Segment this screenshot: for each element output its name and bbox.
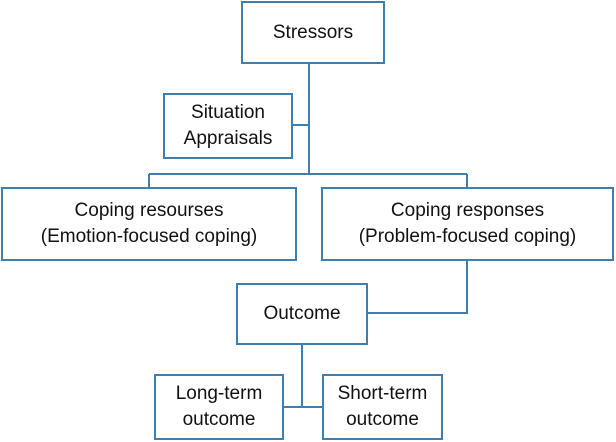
node-shortterm-line-2: outcome bbox=[346, 409, 419, 430]
node-responses-line-2: (Problem-focused coping) bbox=[358, 226, 577, 247]
node-long-term-outcome: Long-term outcome bbox=[154, 374, 284, 440]
node-resources-line-2: (Emotion-focused coping) bbox=[40, 226, 258, 247]
node-stressors: Stressors bbox=[241, 1, 385, 64]
node-resources-line-1: Coping resourses bbox=[74, 200, 224, 222]
node-stressors-line-1: Stressors bbox=[272, 21, 354, 43]
node-longterm-line-1: Long-term bbox=[175, 383, 263, 405]
node-outcome: Outcome bbox=[236, 283, 368, 345]
edge-responses-outcome bbox=[368, 261, 468, 314]
node-responses-line-1: Coping responses bbox=[390, 200, 545, 222]
node-longterm-line-2: outcome bbox=[182, 409, 256, 430]
node-short-term-outcome: Short-term outcome bbox=[322, 374, 443, 440]
node-coping-responses: Coping responses (Problem-focused coping… bbox=[321, 187, 614, 261]
node-outcome-line-1: Outcome bbox=[263, 303, 341, 325]
node-situation-appraisals: Situation Appraisals bbox=[163, 93, 293, 159]
node-appraisals-line-1: Situation bbox=[191, 102, 265, 124]
node-coping-resources: Coping resourses (Emotion-focused coping… bbox=[1, 187, 297, 261]
node-appraisals-line-2: Appraisals bbox=[183, 128, 273, 149]
node-shortterm-line-1: Short-term bbox=[337, 383, 428, 405]
